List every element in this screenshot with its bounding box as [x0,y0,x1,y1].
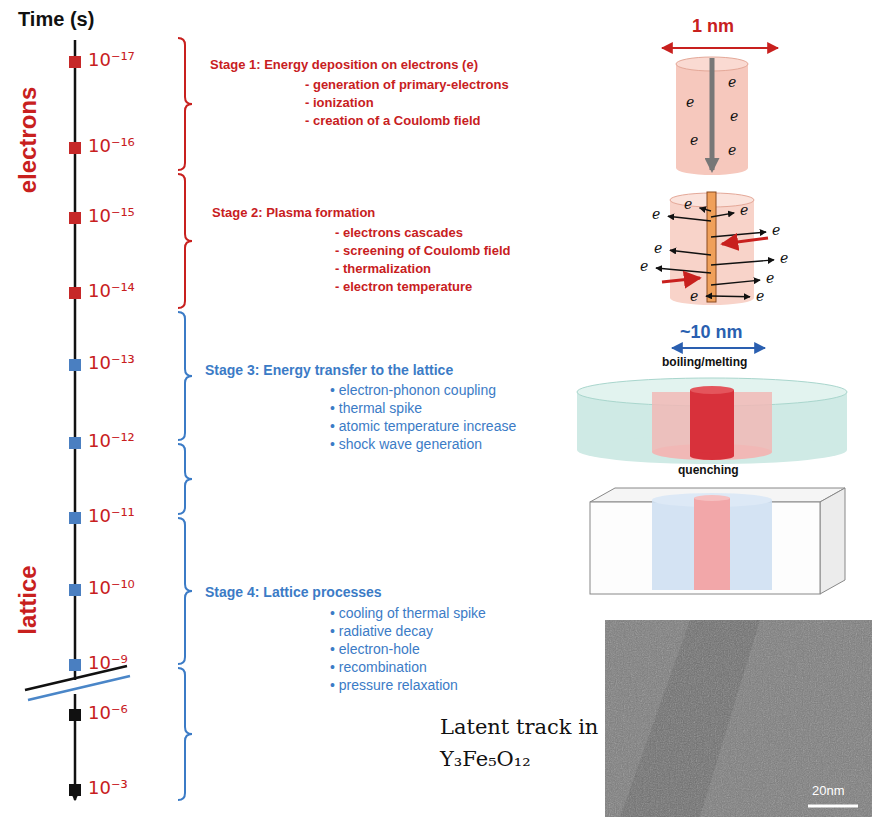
stage-heading: Stage 3: Energy transfer to the lattice [205,362,453,378]
electron-track [706,295,711,297]
tick-mark [69,659,81,671]
stage-item: • atomic temperature increase [330,418,516,434]
electron-label: e [772,222,780,238]
tick-label: 10⁻¹⁰ [88,578,135,599]
tick-mark [69,584,81,596]
electron-track [711,232,766,237]
phase-label: quenching [678,464,739,478]
electron-track [711,280,760,285]
stage-item: • shock wave generation [330,436,482,452]
stage-item: • cooling of thermal spike [330,605,486,621]
axis-section-label: lattice [14,565,42,634]
bracket [178,174,192,308]
stage-item: - thermalization [335,262,431,277]
stage-item: • electron-phonon coupling [330,382,496,398]
tick-mark [69,287,81,299]
stage-item: - creation of a Coulomb field [305,114,481,129]
tick-mark [69,784,81,796]
stage-item: • thermal spike [330,400,422,416]
stage-heading: Stage 2: Plasma formation [212,206,375,221]
electron-track [700,208,711,211]
stage-item: - electrons cascades [335,226,463,241]
electron-label: e [728,74,736,90]
figure-caption: Latent track in Y₃Fe₅O₁₂ [440,712,615,775]
electron-label: e [740,202,748,218]
stage-item: • recombination [330,659,427,675]
stage-item: • radiative decay [330,623,433,639]
stage-item: • electron-hole [330,641,420,657]
electron-label: e [756,288,764,304]
tick-mark [69,512,81,524]
axis-title: Time (s) [18,8,94,31]
bracket [178,668,192,800]
tick-label: 10⁻⁹ [88,653,128,674]
scale-bar-label: 20nm [812,784,845,799]
bracket [178,38,192,170]
stage-item: • pressure relaxation [330,677,458,693]
electron-label: e [686,94,694,110]
stage-item: - generation of primary-electrons [305,78,509,93]
tick-label: 10⁻¹³ [88,353,135,374]
tick-label: 10⁻¹⁵ [88,206,135,227]
stage-heading: Stage 1: Energy deposition on electrons … [210,58,478,73]
electron-label: e [640,258,648,274]
scale-label: 1 nm [692,16,734,37]
tick-label: 10⁻¹⁴ [88,281,135,302]
bracket [178,312,192,440]
scale-label: ~10 nm [680,322,743,343]
tick-label: 10⁻¹² [88,431,135,452]
bracket [178,518,192,664]
electron-track [711,295,750,297]
tick-label: 10⁻¹⁷ [88,50,135,71]
tick-label: 10⁻⁶ [88,703,128,724]
electron-track [670,250,711,255]
electron-label: e [780,250,788,266]
tick-mark [69,437,81,449]
tick-label: 10⁻¹¹ [88,506,135,527]
axis-section-label: electrons [14,87,42,194]
electron-track [668,216,711,221]
electron-label: e [652,206,660,222]
bracket [178,444,192,514]
electron-track [656,268,711,273]
electron-label: e [690,132,698,148]
electron-label: e [728,142,736,158]
electron-label: e [684,196,692,212]
tick-label: 10⁻¹⁶ [88,136,135,157]
electron-label: e [730,108,738,124]
electron-track [711,260,774,265]
electron-label: e [654,240,662,256]
tick-mark [69,56,81,68]
tick-mark [69,142,81,154]
electron-label: e [766,270,774,286]
tick-label: 10⁻³ [88,778,128,799]
tick-mark [69,212,81,224]
tick-mark [69,709,81,721]
stage-item: - ionization [305,96,374,111]
electron-label: e [690,288,698,304]
electron-track [711,213,734,217]
stage-item: - screening of Coulomb field [335,244,511,259]
phase-label: boiling/melting [662,356,747,370]
tick-mark [69,359,81,371]
stage-item: - electron temperature [335,280,472,295]
stage-heading: Stage 4: Lattice processes [205,584,382,600]
